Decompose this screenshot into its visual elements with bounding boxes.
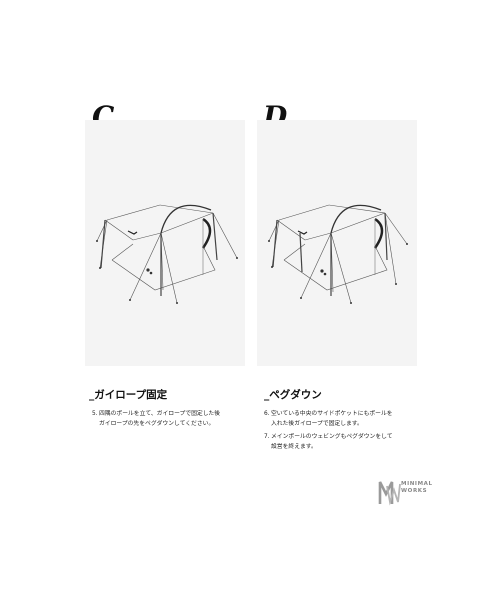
step-text-line2: ガイロープの先をペグダウンしてください。 (99, 421, 215, 427)
step-number: 5. (92, 411, 98, 417)
tent-illustration-c (96, 204, 238, 304)
tent-illustration-d (268, 204, 408, 304)
brand-wordmark: MINIMAL WORKS (401, 481, 433, 495)
illustration-panel-d (257, 120, 417, 366)
section-heading-c: _ガイロープ固定 (89, 389, 168, 401)
step-text-line2: 設営を終えます。 (271, 444, 317, 450)
illustration-panel-c (85, 120, 245, 366)
instruction-step-7: 7.メインポールのウェビングもペグダウンをして 設営を終えます。 (264, 432, 393, 452)
brand-line1: MINIMAL (401, 481, 433, 487)
instruction-step-5: 5.四隅のポールを立て、ガイロープで固定した後 ガイロープの先をペグダウンしてく… (92, 409, 220, 429)
step-number: 6. (264, 411, 270, 417)
step-text-line1: 空いている中央のサイドポケットにもポールを (271, 411, 393, 417)
instruction-step-6: 6.空いている中央のサイドポケットにもポールを 入れた後ガイロープで固定します。 (264, 409, 393, 429)
step-text-line1: 四隅のポールを立て、ガイロープで固定した後 (99, 411, 221, 417)
step-number: 7. (264, 434, 270, 440)
brand-line2: WORKS (401, 488, 428, 494)
step-text-line2: 入れた後ガイロープで固定します。 (271, 421, 363, 427)
step-text-line1: メインポールのウェビングもペグダウンをして (271, 434, 393, 440)
minimal-works-logo-icon (378, 481, 401, 506)
section-heading-d: _ペグダウン (264, 389, 322, 401)
